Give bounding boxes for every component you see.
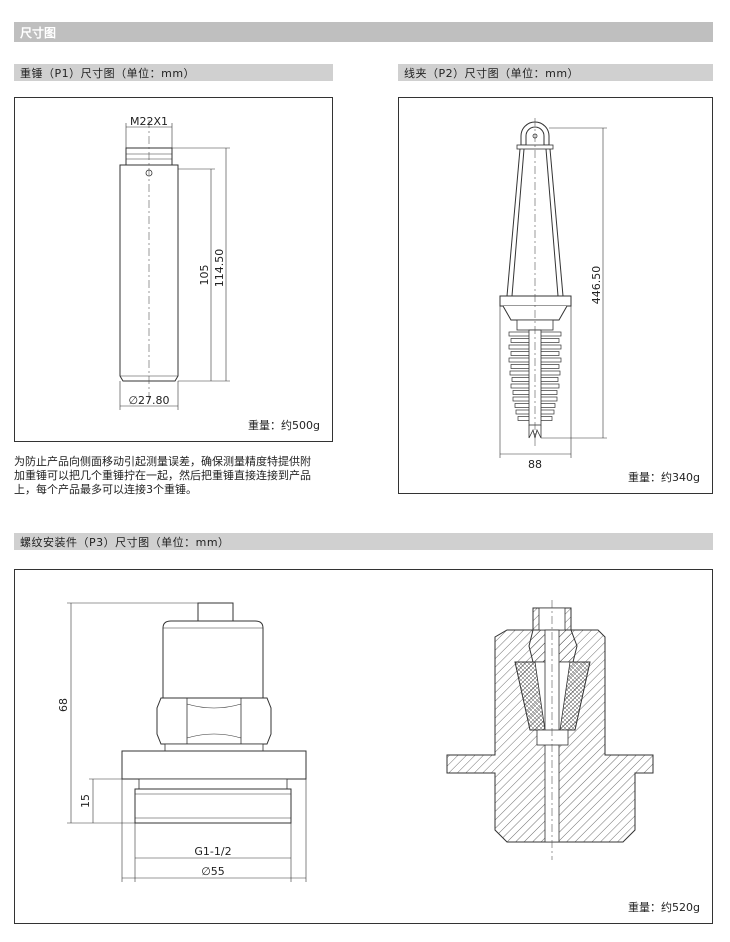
section-header: 尺寸图 — [14, 22, 713, 42]
p3-diameter-label: ∅55 — [201, 865, 225, 878]
p2-title: 线夹（P2）尺寸图（单位：mm） — [404, 66, 580, 80]
p1-diameter-label: ∅27.80 — [128, 394, 169, 407]
p2-dim-height: 446.50 — [590, 266, 603, 305]
p1-title: 重锤（P1）尺寸图（单位：mm） — [20, 66, 196, 80]
p3-section-view — [446, 600, 654, 860]
p1-note: 为防止产品向侧面移动引起测量误差，确保测量精度特提供附 加重锤可以把几个重锤拧在… — [14, 455, 344, 497]
p3-weight: 重量：约520g — [628, 901, 700, 914]
p1-note-line: 上，每个产品最多可以连接3个重锤。 — [14, 483, 197, 496]
p1-weight-drawing: M22X1 105 114.50 ∅27.80 — [119, 115, 230, 410]
p1-dim-114: 114.50 — [213, 249, 226, 288]
p2-body — [499, 295, 572, 307]
p1-header: 重锤（P1）尺寸图（单位：mm） — [14, 64, 333, 81]
p3-dim-15: 15 — [79, 794, 92, 808]
p2-hook — [520, 121, 550, 146]
p2-weight: 重量：约340g — [628, 471, 700, 484]
p2-drawing-box: 446.50 88 重量：约340g — [398, 97, 713, 494]
p2-clamp-drawing: 446.50 88 — [499, 118, 607, 471]
p3-thread-label: G1-1/2 — [194, 845, 231, 858]
p3-header: 螺纹安装件（P3）尺寸图（单位：mm） — [14, 533, 713, 550]
p3-title: 螺纹安装件（P3）尺寸图（单位：mm） — [20, 535, 230, 549]
p2-dim-width: 88 — [528, 458, 542, 471]
p3-dim-68: 68 — [57, 698, 70, 712]
section-title: 尺寸图 — [20, 25, 57, 40]
p1-drawing-box: M22X1 105 114.50 ∅27.80 重量：约500g — [14, 97, 333, 442]
p1-dim-105: 105 — [198, 265, 211, 286]
p1-note-line: 加重锤可以把几个重锤拧在一起，然后把重锤直接连接到产品 — [14, 469, 311, 482]
p3-drawing-box: 68 15 G1-1/2 ∅55 重量：约520g — [14, 569, 713, 924]
p1-note-line: 为防止产品向侧面移动引起测量误差，确保测量精度特提供附 — [14, 455, 311, 468]
p3-side-view: 68 15 G1-1/2 ∅55 — [57, 602, 307, 882]
p2-header: 线夹（P2）尺寸图（单位：mm） — [398, 64, 713, 81]
p1-thread-label: M22X1 — [130, 115, 168, 128]
p1-weight: 重量：约500g — [248, 419, 320, 432]
p3-mount-drawing: 68 15 G1-1/2 ∅55 — [57, 600, 654, 882]
